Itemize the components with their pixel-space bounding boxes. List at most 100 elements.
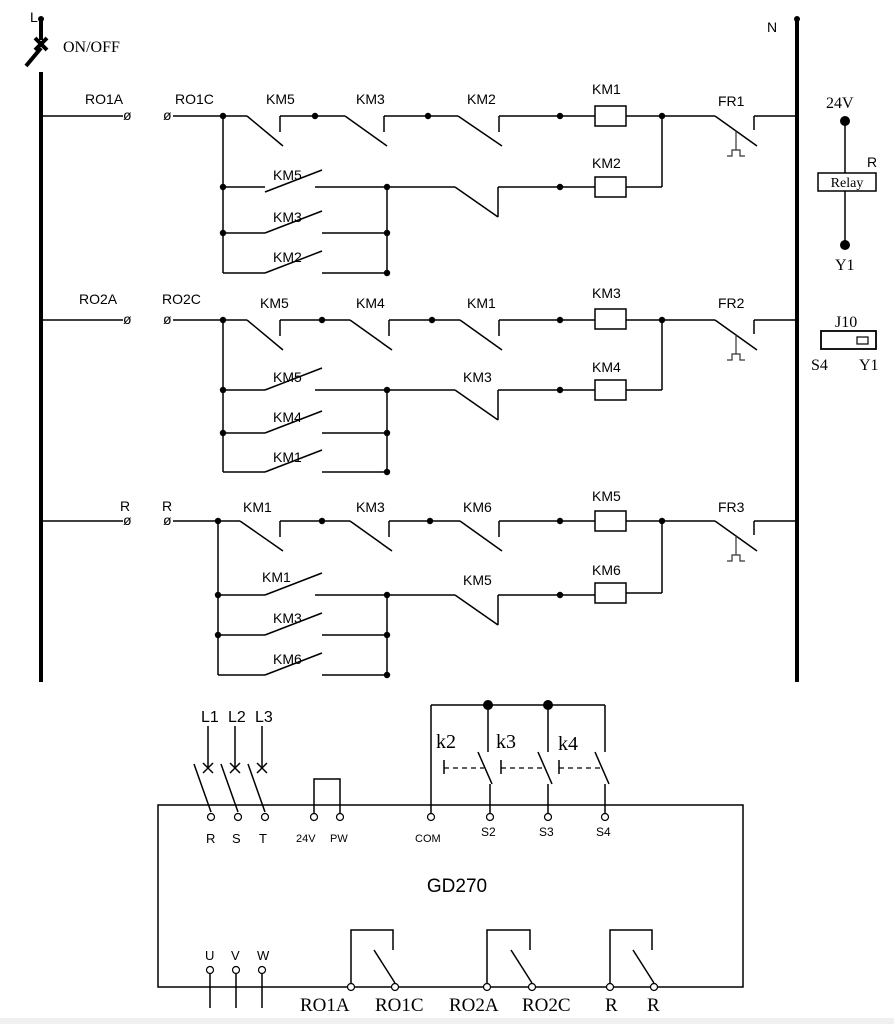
terminal-s-label: S <box>232 831 241 846</box>
circuit-2-contact-2: KM4 <box>356 295 385 311</box>
junction-dots <box>219 112 666 277</box>
pushbutton-contact <box>537 751 553 785</box>
circuit-2-lower-coil: KM4 <box>592 359 621 375</box>
drive-model: GD270 <box>427 876 487 897</box>
circuit-2-parallel-1: KM5 <box>273 369 302 385</box>
breaker-cross-icon <box>256 762 268 774</box>
circuit-3-parallel-2: KM3 <box>273 610 302 626</box>
circuit-1-input-right: RO1C <box>175 91 214 107</box>
circuit-1-parallel-1: KM5 <box>273 167 302 183</box>
circuit-1-overload: FR1 <box>718 93 745 109</box>
output-w: W <box>257 948 270 963</box>
output-u: U <box>205 948 214 963</box>
no-contact <box>264 410 323 434</box>
terminal-symbol: ø <box>163 107 172 123</box>
relay-output: Y1 <box>835 257 855 274</box>
jumper-cap <box>856 336 869 345</box>
circuit-1-contact-3: KM2 <box>467 91 496 107</box>
terminal-s4: S4 <box>596 825 611 839</box>
terminal-ro2c: RO2C <box>522 995 571 1016</box>
circuit-3-main-coil: KM5 <box>592 488 621 504</box>
circuit-3-lower-coil: KM6 <box>592 562 621 578</box>
no-contact <box>264 169 323 193</box>
lower-series-contact <box>454 389 499 421</box>
relay-coil <box>817 172 877 192</box>
nc-contact <box>239 520 284 552</box>
switch-k4: k4 <box>558 733 578 755</box>
bottom-edge <box>0 1018 894 1024</box>
drive-block: GD270 L1 L2 L3 R S T 24V PW <box>157 700 744 1016</box>
terminal-ro1a: RO1A <box>300 995 350 1016</box>
terminal-symbol: ø <box>123 311 132 327</box>
pushbutton-contact <box>594 751 610 785</box>
nc-contact <box>349 520 393 552</box>
circuit-1-contact-1: KM5 <box>266 91 295 107</box>
circuit-1-parallel-2: KM3 <box>273 209 302 225</box>
jumper-right: Y1 <box>859 357 879 374</box>
switch-k2: k2 <box>436 731 456 753</box>
circuit-3-input-left: R <box>120 498 130 514</box>
neutral-label: N <box>767 19 777 35</box>
switch-k3: k3 <box>496 731 516 753</box>
coil <box>594 510 627 532</box>
terminal-symbol: ø <box>123 512 132 528</box>
terminal-r-label: R <box>206 831 215 846</box>
no-contact <box>264 612 323 636</box>
terminal-24v: 24V <box>296 833 316 845</box>
circuit-2-parallel-3: KM1 <box>273 449 302 465</box>
no-contact <box>264 210 323 234</box>
terminal-symbol: ø <box>163 512 172 528</box>
circuit-1-input-left: RO1A <box>85 91 124 107</box>
circuit-2-contact-1: KM5 <box>260 295 289 311</box>
thermal-icon <box>727 335 745 361</box>
terminal-r-left: R <box>605 995 618 1016</box>
coil <box>594 176 627 198</box>
circuit-2-lower-series: KM3 <box>463 369 492 385</box>
nc-contact <box>246 115 284 147</box>
junction-dots <box>214 517 666 679</box>
circuit-3-input-right: R <box>162 498 172 514</box>
circuit-2-input-right: RO2C <box>162 291 201 307</box>
no-contact <box>264 572 323 596</box>
terminal-ro2a: RO2A <box>449 995 499 1016</box>
circuit-2-input-left: RO2A <box>79 291 118 307</box>
circuit-3: R ø R ø KM1 KM3 KM6 KM5 FR3 KM1 <box>41 488 797 679</box>
terminal-ro1c: RO1C <box>375 995 424 1016</box>
circuit-2: RO2A ø RO2C ø KM5 KM4 KM1 KM3 FR2 KM5 <box>41 285 797 476</box>
terminal-s2: S2 <box>481 825 496 839</box>
input-l3: L3 <box>255 709 273 726</box>
circuit-3-parallel-1: KM1 <box>262 569 291 585</box>
circuit-3-contact-1: KM1 <box>243 499 272 515</box>
line-label: L <box>30 9 38 25</box>
jumper-j10: J10 S4 Y1 <box>811 314 879 374</box>
pushbutton-contact <box>477 751 493 785</box>
nc-contact <box>459 520 503 552</box>
jumper-label: J10 <box>835 314 857 331</box>
terminal-com: COM <box>415 833 441 845</box>
coil <box>594 379 627 401</box>
circuit-1-parallel-3: KM2 <box>273 249 302 265</box>
circuit-2-parallel-2: KM4 <box>273 409 302 425</box>
circuit-2-overload: FR2 <box>718 295 745 311</box>
switch-cross-icon <box>33 36 49 52</box>
no-contact <box>264 652 323 676</box>
nc-contact <box>457 115 503 147</box>
circuit-2-contact-3: KM1 <box>467 295 496 311</box>
junction-dots <box>219 316 666 476</box>
terminal-t-label: T <box>259 831 267 846</box>
switch-label: ON/OFF <box>63 39 120 56</box>
nc-contact <box>344 115 388 147</box>
circuit-1-contact-2: KM3 <box>356 91 385 107</box>
relay-voltage: 24V <box>826 95 854 112</box>
circuit-1-lower-coil: KM2 <box>592 155 621 171</box>
breaker-cross-icon <box>202 762 214 774</box>
no-contact <box>264 449 323 473</box>
thermal-icon <box>727 536 745 562</box>
terminal-t <box>260 812 270 822</box>
relay-contact <box>373 949 396 984</box>
terminal-s <box>233 812 243 822</box>
terminal-symbol: ø <box>123 107 132 123</box>
circuit-3-contact-3: KM6 <box>463 499 492 515</box>
coil <box>594 308 627 330</box>
